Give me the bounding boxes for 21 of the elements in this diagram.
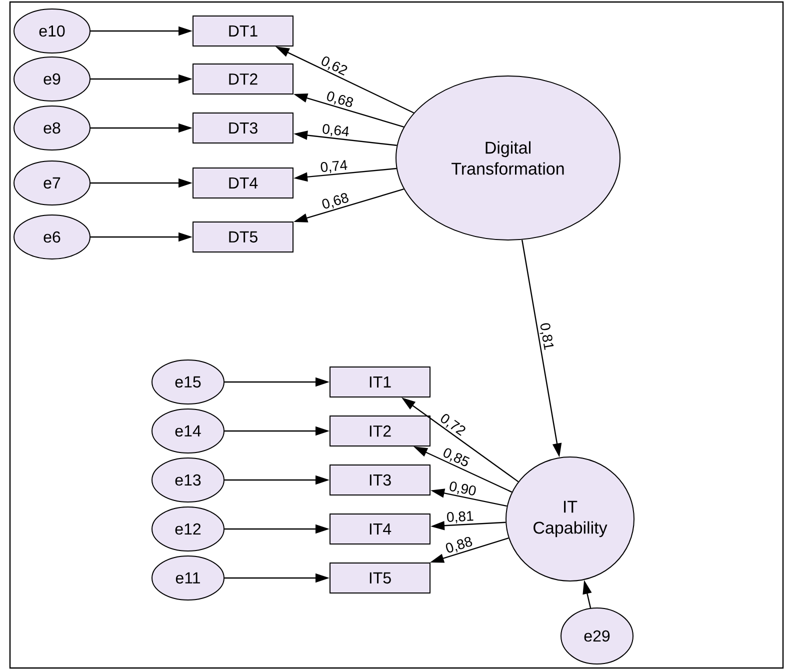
path-coefficient: 0,68 bbox=[324, 90, 356, 110]
path-coefficient: 0,62 bbox=[318, 54, 350, 78]
indicator-box: IT1 bbox=[330, 366, 430, 398]
path-coefficient: 0,85 bbox=[440, 446, 472, 470]
path-coefficient: 0,72 bbox=[437, 412, 468, 438]
indicator-box: DT5 bbox=[192, 222, 294, 252]
path-coefficient: 0,90 bbox=[447, 480, 478, 498]
indicator-box: DT1 bbox=[192, 16, 294, 46]
path-coefficient: 0,68 bbox=[320, 192, 351, 212]
indicator-box: IT5 bbox=[330, 562, 430, 594]
indicator-box: DT4 bbox=[192, 168, 294, 198]
indicator-box: IT2 bbox=[330, 416, 430, 446]
indicator-box: DT2 bbox=[192, 64, 294, 94]
indicator-box: IT4 bbox=[330, 514, 430, 544]
path-coefficient: 0,74 bbox=[319, 159, 349, 174]
indicator-box: DT3 bbox=[192, 112, 294, 144]
path-coefficient: 0,81 bbox=[538, 321, 555, 352]
path-coefficient: 0,88 bbox=[444, 535, 474, 556]
path-coefficient: 0,81 bbox=[446, 510, 475, 524]
indicator-box: IT3 bbox=[330, 464, 430, 496]
path-coefficient: 0,64 bbox=[320, 123, 350, 139]
